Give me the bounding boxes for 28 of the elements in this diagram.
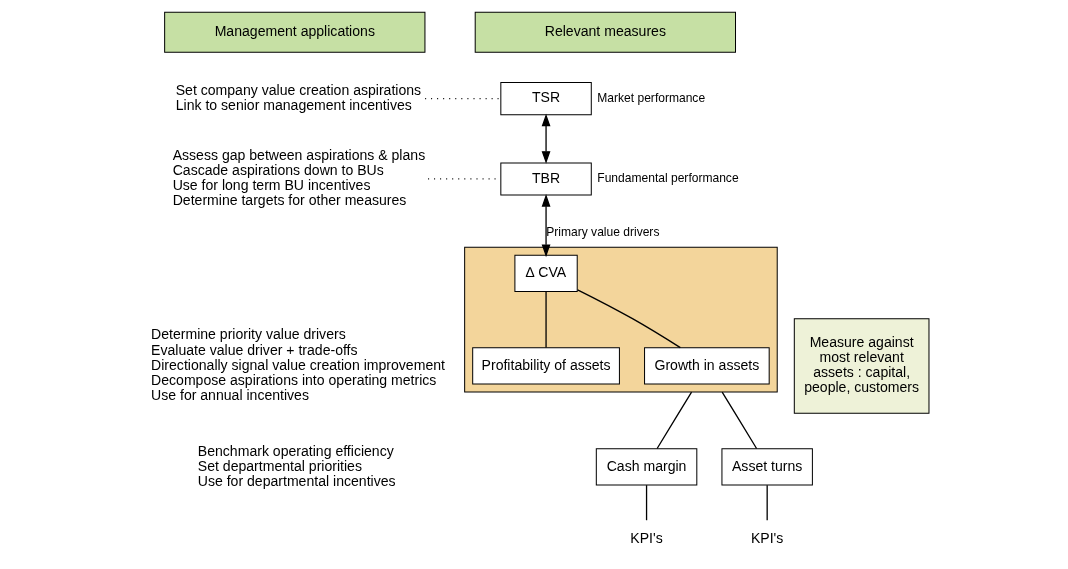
connector: [544, 291, 547, 349]
label: Evaluate value driver + trade-offs: [150, 341, 358, 358]
connector: [656, 391, 692, 450]
node-box: Measure against most relevant assets : capital, people, customers: [793, 318, 929, 414]
node-box: Management applications: [163, 11, 425, 53]
node-box: Relevant measures: [474, 11, 736, 53]
node-box: Asset turns: [720, 448, 813, 486]
label: Determine priority value drivers: [150, 326, 346, 343]
label: Benchmark operating efficiency: [197, 442, 394, 459]
node-box: Cash margin: [595, 448, 697, 486]
connector: [721, 391, 757, 450]
label: Directionally signal value creation improvement: [150, 356, 445, 373]
node-text: KPI's: [750, 529, 783, 546]
arrow: [541, 194, 550, 258]
node-box: Growth in assets: [643, 347, 770, 385]
connector: [576, 289, 681, 349]
node-label: Fundamental performance: [596, 171, 739, 186]
connector: [766, 484, 768, 521]
node-text: KPI's: [629, 529, 663, 546]
edge-label: Primary value drivers: [545, 224, 659, 239]
node-label: Market performance: [596, 90, 705, 105]
arrow: [541, 113, 550, 164]
connector: [423, 97, 501, 100]
node-text: Assess gap between aspirations & plans Cascade aspirations down to BUs Use for long term BU incentives Determine targets for other measures: [172, 147, 425, 209]
node-text: Set company value creation aspirations Link to senior management incentives: [175, 81, 421, 113]
node-box: ∆ CVA: [513, 254, 578, 293]
connector: [645, 484, 647, 521]
node-box: Profitability of assets: [471, 347, 620, 385]
